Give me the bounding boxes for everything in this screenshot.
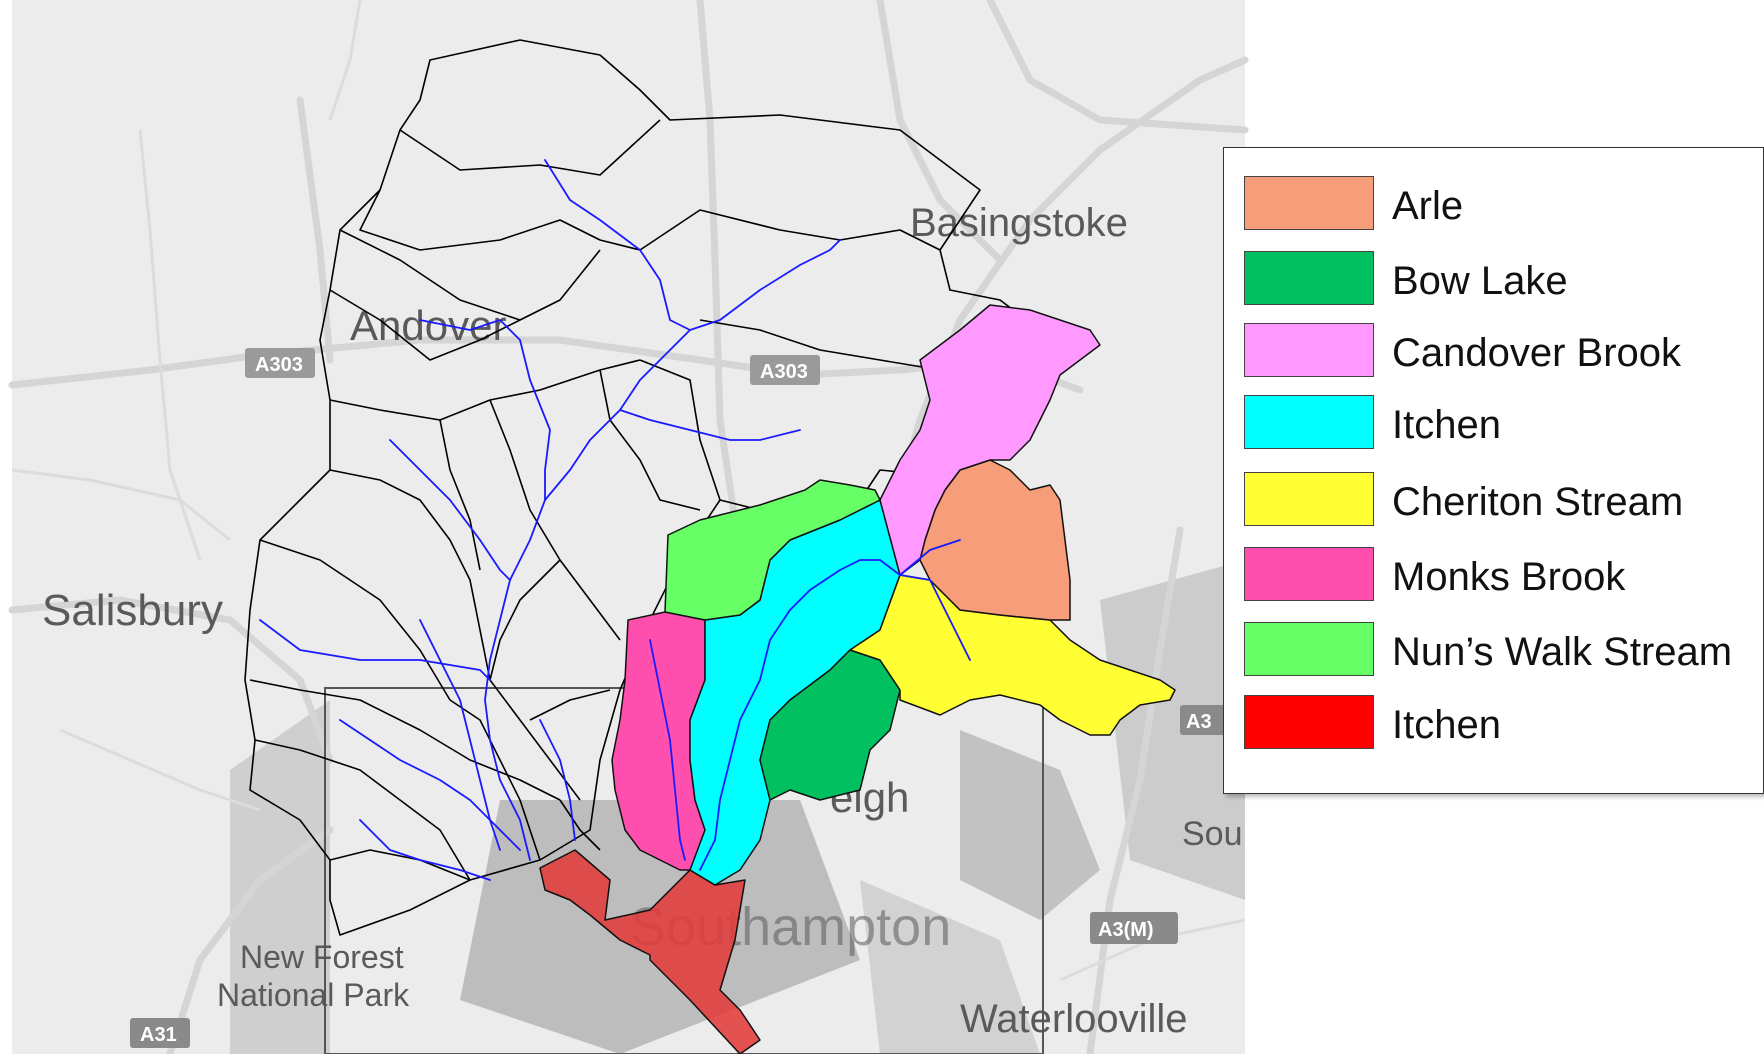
rivers — [259, 159, 971, 881]
legend-label: Arle — [1392, 184, 1464, 228]
legend-item: Monks Brook — [1244, 547, 1764, 603]
legend-swatch — [1244, 251, 1374, 305]
town-label-new-forest-line2: National Park — [217, 977, 410, 1013]
map-labels: Andover Basingstoke Salisbury eigh South… — [42, 201, 1243, 1041]
legend-label: Itchen — [1392, 703, 1501, 747]
legend-swatch — [1244, 323, 1374, 377]
legend-item: Bow Lake — [1244, 251, 1764, 307]
legend-item: Itchen — [1244, 395, 1764, 451]
town-label-basingstoke: Basingstoke — [910, 201, 1128, 245]
subcatchment-candover-brook — [879, 304, 1101, 576]
legend-swatch — [1244, 622, 1374, 676]
subcatchment-cheriton-stream — [849, 574, 1176, 736]
legend-swatch — [1244, 695, 1374, 749]
legend-label: Cheriton Stream — [1392, 480, 1684, 524]
town-label-southampton-fragment: Sou — [1182, 815, 1243, 853]
road-shield-a3 — [1180, 705, 1230, 735]
catchment-outlines — [244, 39, 1061, 936]
road-shield-a303-west — [245, 348, 315, 378]
road-label-a3m: A3(M) — [1098, 919, 1154, 941]
subcatchment-nuns-walk-stream — [664, 479, 881, 621]
urban-areas — [230, 560, 1245, 1054]
legend-label: Candover Brook — [1392, 331, 1682, 375]
legend-swatch — [1244, 472, 1374, 526]
legend-label: Nun’s Walk Stream — [1392, 630, 1733, 674]
road-shield-a303-east — [750, 355, 820, 385]
legend-swatch — [1244, 176, 1374, 230]
road-label-a303-west: A303 — [255, 354, 303, 376]
road-shields: A303 A303 A31 A3(M) A3 — [130, 348, 1230, 1048]
town-label-andover: Andover — [350, 302, 506, 349]
legend-swatch — [1244, 547, 1374, 601]
legend-label: Itchen — [1392, 403, 1501, 447]
legend-label: Bow Lake — [1392, 259, 1568, 303]
legend-swatch — [1244, 395, 1374, 449]
road-label-a3: A3 — [1186, 711, 1212, 733]
road-shield-a31 — [130, 1018, 190, 1048]
legend-label: Monks Brook — [1392, 555, 1626, 599]
subcatchment-red-itchen — [539, 849, 761, 1054]
town-label-salisbury: Salisbury — [42, 586, 223, 635]
legend-item: Itchen — [1244, 695, 1764, 751]
road-label-a31: A31 — [140, 1024, 177, 1046]
town-label-new-forest-line1: New Forest — [240, 939, 404, 975]
legend-item: Cheriton Stream — [1244, 472, 1764, 528]
legend-item: Arle — [1244, 176, 1764, 232]
legend-item: Candover Brook — [1244, 323, 1764, 379]
legend-item: Nun’s Walk Stream — [1244, 622, 1764, 678]
sub-catchments — [539, 304, 1176, 1054]
town-label-waterlooville: Waterlooville — [960, 997, 1187, 1041]
road-shield-a3m — [1090, 912, 1178, 944]
road-label-a303-east: A303 — [760, 361, 808, 383]
